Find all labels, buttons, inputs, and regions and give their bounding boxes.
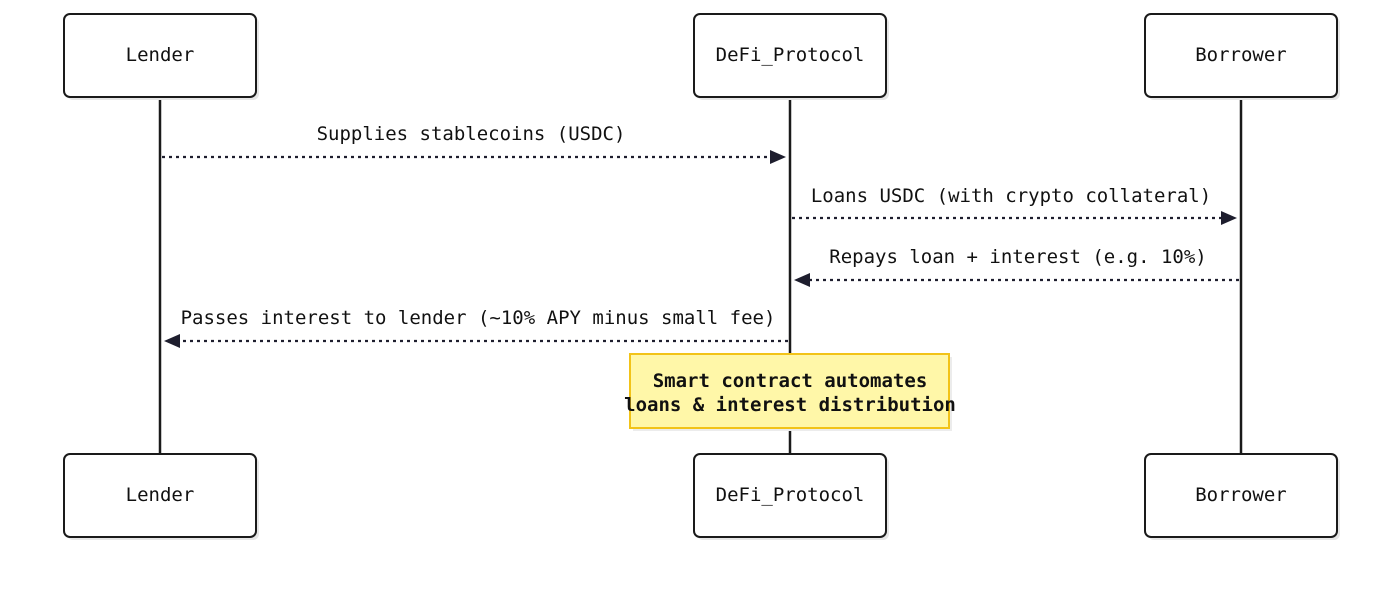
actor-bottom-lender: Lender (63, 453, 259, 540)
arrowhead-left (164, 334, 180, 348)
arrowhead-right (770, 150, 786, 164)
actor-label: Borrower (1195, 44, 1287, 66)
actor-bottom-borrower: Borrower (1144, 453, 1340, 540)
note-line-1: Smart contract automates (653, 370, 928, 392)
message-supplies-stablecoins: Supplies stablecoins (USDC) (162, 123, 786, 164)
message-loans-usdc: Loans USDC (with crypto collateral) (792, 185, 1237, 225)
actor-label: DeFi_Protocol (716, 44, 865, 66)
actor-top-borrower: Borrower (1144, 13, 1340, 100)
actor-bottom-defi-protocol: DeFi_Protocol (693, 453, 889, 540)
message-label: Passes interest to lender (~10% APY minu… (181, 307, 776, 329)
message-passes-interest: Passes interest to lender (~10% APY minu… (164, 307, 788, 348)
actor-top-lender: Lender (63, 13, 259, 100)
note-line-2: loans & interest distribution (624, 394, 956, 416)
message-label: Supplies stablecoins (USDC) (317, 123, 626, 145)
message-label: Repays loan + interest (e.g. 10%) (829, 246, 1207, 268)
message-label: Loans USDC (with crypto collateral) (811, 185, 1211, 207)
note-smart-contract: Smart contract automates loans & interes… (624, 353, 956, 431)
actor-label: DeFi_Protocol (716, 484, 865, 506)
actor-top-defi-protocol: DeFi_Protocol (693, 13, 889, 100)
actor-label: Borrower (1195, 484, 1287, 506)
arrowhead-right (1221, 211, 1237, 225)
arrowhead-left (794, 273, 810, 287)
actor-label: Lender (126, 484, 195, 506)
message-repays-loan: Repays loan + interest (e.g. 10%) (794, 246, 1239, 287)
actor-label: Lender (126, 44, 195, 66)
